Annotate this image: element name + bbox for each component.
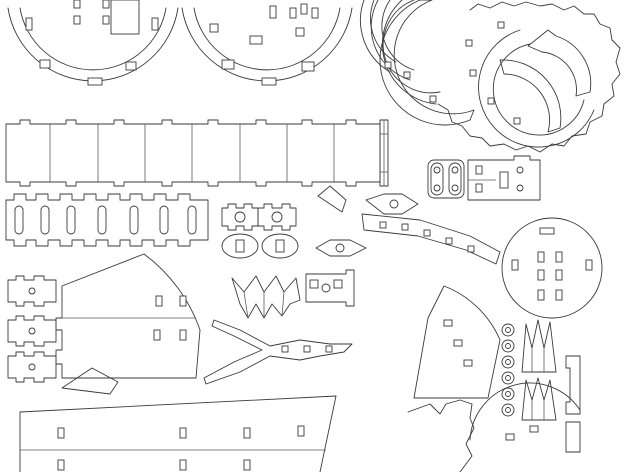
- fan-wing-panel: [7, 253, 201, 395]
- arc-ring-segments: [360, 0, 475, 126]
- washer-column: [501, 319, 581, 453]
- round-plate-lower-right: [501, 217, 603, 319]
- jaw-gripper-piece: [203, 319, 353, 385]
- round-base-plate-left: [7, 0, 179, 86]
- round-base-plate-center: [181, 3, 353, 86]
- long-tapered-plank: [19, 395, 337, 472]
- tabbed-strip-long: [5, 119, 389, 187]
- zigzag-teeth: [231, 275, 301, 319]
- sector-wedges: [407, 285, 581, 472]
- tabbed-strip-slotted: [5, 193, 209, 247]
- gear-ring: [437, 1, 621, 153]
- curved-slotted-arm: [361, 213, 501, 265]
- link-plates: [427, 155, 541, 201]
- small-connector-pieces: [221, 185, 419, 307]
